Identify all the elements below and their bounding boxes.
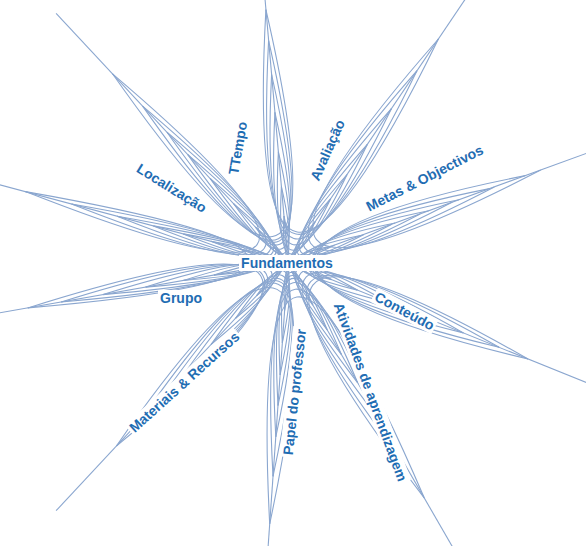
- web-thread: [309, 277, 528, 498]
- web-spoke: [288, 262, 458, 546]
- web-thread: [267, 41, 417, 235]
- web-thread: [267, 297, 424, 524]
- strand-label: Avaliação: [306, 115, 349, 184]
- strand-label: Materiais & Recursos: [124, 327, 244, 437]
- web-thread: [183, 178, 276, 258]
- web-spoke: [56, 13, 288, 262]
- strand-label: Localização: [132, 159, 211, 217]
- strand-label: Metas & Objectivos: [362, 141, 488, 216]
- web-thread: [188, 112, 290, 245]
- web-thread: [167, 75, 291, 243]
- strand-label: Conteúdo: [371, 288, 440, 335]
- web-thread: [263, 10, 438, 233]
- web-thread: [302, 272, 463, 418]
- strand-label: Grupo: [158, 290, 204, 306]
- strand-label: Papel do professor: [279, 326, 309, 458]
- web-thread: [313, 39, 541, 248]
- strand-label: TTempo: [225, 118, 251, 177]
- web-thread: [25, 192, 249, 308]
- web-thread: [113, 10, 293, 237]
- web-thread: [143, 41, 292, 241]
- web-thread: [308, 71, 494, 251]
- strand-label: Atividades de aprendizagem: [329, 299, 410, 486]
- web-spoke: [288, 0, 478, 262]
- web-thread: [28, 264, 263, 446]
- web-thread: [72, 106, 267, 255]
- web-thread: [25, 74, 259, 253]
- center-label: Fundamentos: [239, 255, 335, 271]
